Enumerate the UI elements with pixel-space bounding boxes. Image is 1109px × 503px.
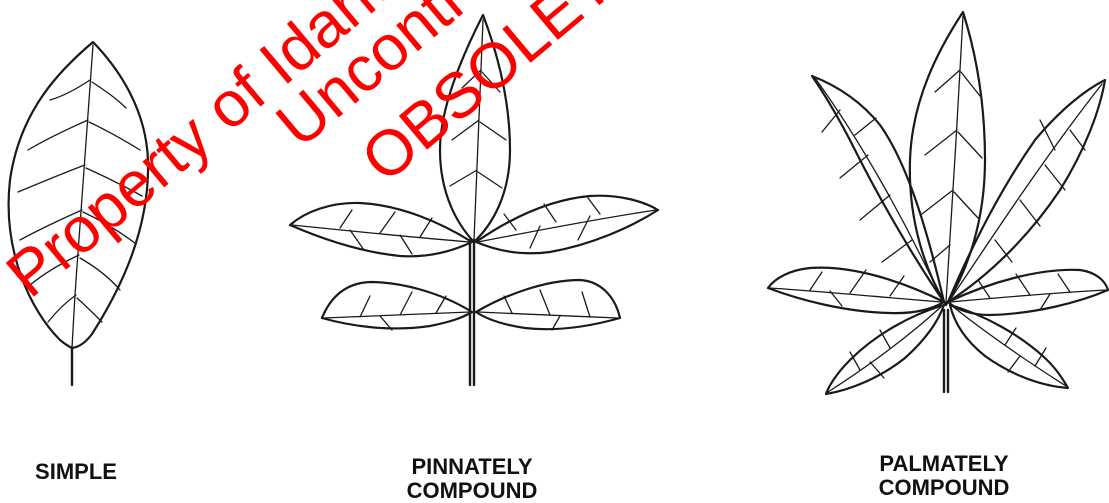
pinnate-lower-left-leaflet (322, 282, 472, 328)
palmately-compound-leaf (768, 12, 1108, 394)
palmate-leaflet-top (910, 12, 985, 305)
palmate-leaflet-lower-left (826, 305, 944, 394)
pinnately-compound-label-line-1: PINNATELY (372, 455, 572, 479)
palmately-compound-label: PALMATELY COMPOUND (844, 452, 1044, 500)
pinnate-lower-right-leaflet (476, 280, 620, 329)
simple-label-line-1: SIMPLE (0, 460, 152, 484)
pinnate-upper-left-leaflet (290, 203, 472, 256)
pinnately-compound-leaf (290, 15, 658, 385)
pinnately-compound-label-line-2: COMPOUND (372, 479, 572, 503)
palmately-compound-label-line-1: PALMATELY (844, 452, 1044, 476)
palmately-compound-label-line-2: COMPOUND (844, 476, 1044, 500)
pinnately-compound-label: PINNATELY COMPOUND (372, 455, 572, 503)
simple-leaf (9, 42, 148, 385)
simple-label: SIMPLE (0, 460, 152, 484)
